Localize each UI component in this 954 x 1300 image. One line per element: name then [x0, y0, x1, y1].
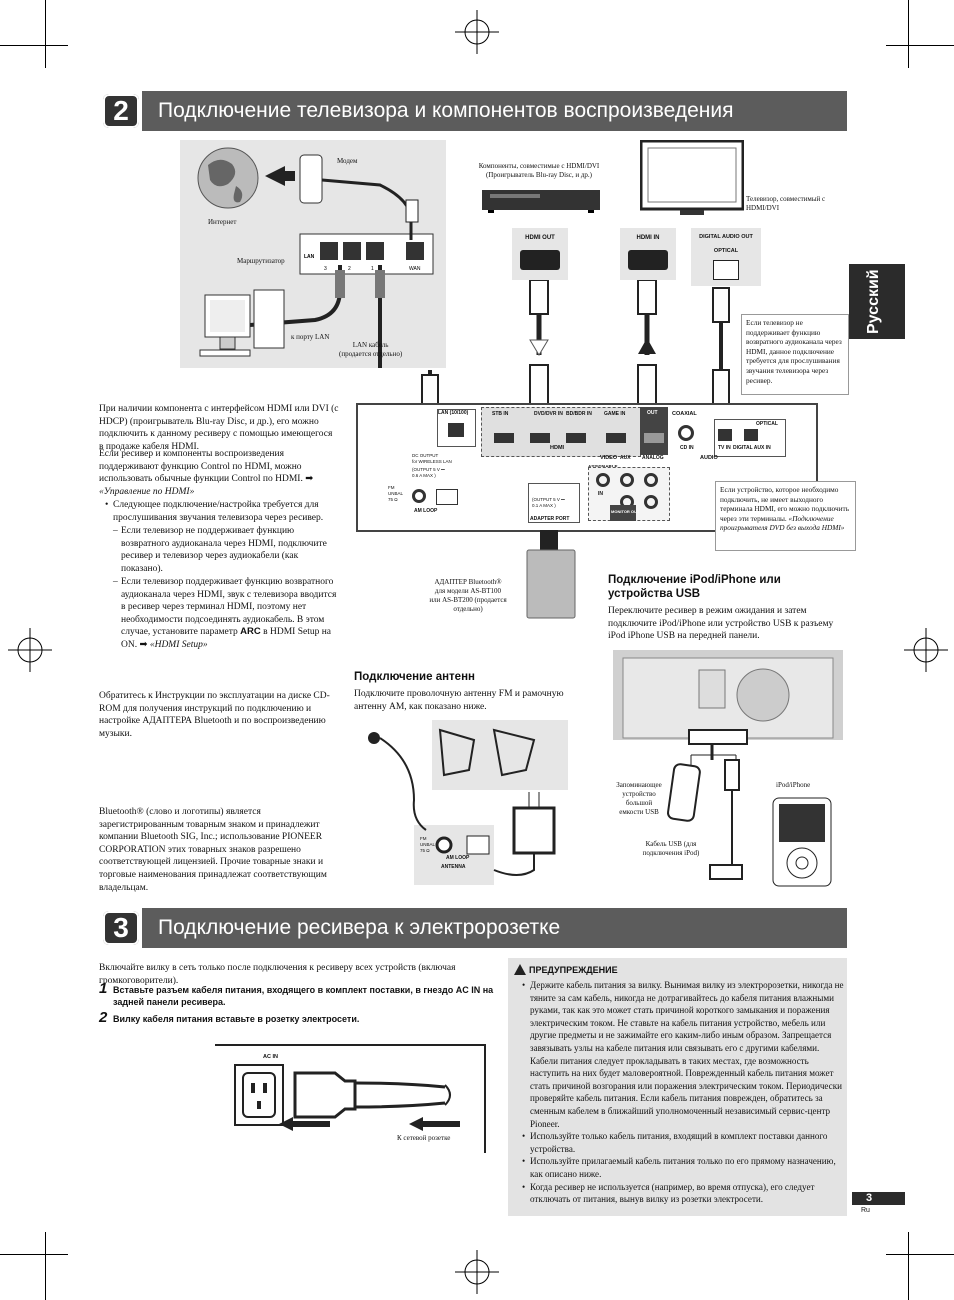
- fm-label: FM UNBAL 75 Ω: [420, 836, 436, 853]
- warning-item: Держите кабель питания за вилку. Вынимая…: [522, 979, 848, 1130]
- lan-cable-label: LAN кабель (продается отдельно): [339, 341, 403, 358]
- step-2: 2 Вилку кабеля питания вставьте в розетк…: [99, 1009, 360, 1026]
- bluetooth-instructions: Обратитесь к Инструкции по эксплуатации …: [99, 691, 330, 739]
- router-label: Маршрутизатор: [237, 257, 285, 265]
- tv-audio-dash-2: –Если телевизор поддерживает функцию воз…: [113, 577, 337, 650]
- hdmi-out-box: HDMI OUT: [512, 228, 568, 280]
- adapter-label: АДАПТЕР Bluetooth® для модели AS-BT100 и…: [429, 578, 507, 613]
- registration-mark: [8, 628, 52, 672]
- svg-text:WAN: WAN: [409, 266, 421, 272]
- power-cable-diagram: [215, 1044, 486, 1153]
- ac-in-label: AC IN: [263, 1054, 278, 1060]
- trademark-notice: Bluetooth® (слово и логотипы) является з…: [99, 807, 327, 893]
- tv-note: Если телевизор не поддерживает функцию в…: [741, 314, 849, 395]
- ipod-diagram: [613, 650, 843, 887]
- bd-player-label: Компоненты, совместимые с HDMI/DVI (Прои…: [478, 162, 600, 179]
- section-number-badge: 3: [100, 908, 142, 948]
- warning-title: ПРЕДУПРЕЖДЕНИЕ: [514, 964, 618, 975]
- tv-image: [640, 140, 744, 215]
- svg-text:3: 3: [324, 266, 327, 272]
- warning-box: ПРЕДУПРЕЖДЕНИЕ Держите кабель питания за…: [508, 958, 847, 1216]
- cables: [421, 280, 730, 411]
- crop-mark: [0, 1254, 68, 1255]
- antenna-text: Подключите проволочную антенну FM и рамо…: [354, 689, 564, 712]
- usb-cable-label: Кабель USB (для подключения iPod): [642, 840, 700, 857]
- internet-label: Интернет: [208, 218, 237, 226]
- crop-mark: [45, 1232, 46, 1300]
- modem-label: Модем: [337, 157, 358, 165]
- warning-icon: [514, 964, 526, 975]
- crop-mark: [908, 1232, 909, 1300]
- ipod-text: Переключите ресивер в режим ожидания и з…: [608, 606, 834, 642]
- receiver-rear-panel: LAN (10/100) STB IN DVD/DVR IN BD/BDR IN…: [356, 403, 818, 532]
- hdmi-control-text: Если ресивер и компоненты воспроизведени…: [99, 449, 314, 497]
- power-intro: Включайте вилку в сеть только после подк…: [99, 963, 456, 986]
- usb-storage-label: Запоминающее устройство большой емкости …: [616, 781, 662, 816]
- crop-mark: [908, 0, 909, 68]
- section-3-title: Подключение ресивера к электророзетке: [158, 916, 561, 939]
- warning-item: Используйте прилагаемый кабель питания т…: [522, 1155, 848, 1180]
- registration-mark: [455, 10, 499, 54]
- crop-mark: [886, 45, 954, 46]
- ipod-label: iPod/iPhone: [776, 781, 811, 789]
- svg-text:LAN: LAN: [304, 254, 315, 260]
- section-number-badge: 2: [100, 91, 142, 131]
- warning-item: Используйте только кабель питания, входя…: [522, 1130, 848, 1155]
- tv-audio-bullet: •Следующее подключение/настройка требует…: [105, 500, 324, 523]
- hdmi-in-box: HDMI IN: [620, 228, 676, 280]
- antenna-heading: Подключение антенн: [354, 671, 475, 683]
- step-1: 1 Вставьте разъем кабеля питания, входящ…: [99, 980, 494, 1007]
- tv-audio-dash-1: –Если телевизор не поддерживает функцию …: [113, 526, 327, 574]
- language-tab: Русский: [849, 264, 905, 339]
- section-3-header: 3 Подключение ресивера к электророзетке: [100, 908, 847, 948]
- crop-mark: [886, 1254, 954, 1255]
- page-number: 3: [852, 1192, 905, 1205]
- socket-label: К сетевой розетке: [397, 1134, 451, 1142]
- bd-player-image: [482, 190, 600, 213]
- svg-text:1: 1: [371, 266, 374, 272]
- antenna-label: ANTENNA: [441, 864, 466, 870]
- svg-text:2: 2: [348, 266, 351, 272]
- crop-mark: [0, 45, 68, 46]
- digital-audio-out-box: DIGITAL AUDIO OUT OPTICAL: [691, 228, 761, 286]
- warning-list: Держите кабель питания за вилку. Вынимая…: [520, 979, 848, 1206]
- ipod-heading: Подключение iPod/iPhone или устройства U…: [608, 574, 781, 600]
- hdmi-intro: При наличии компонента с интерфейсом HDM…: [99, 404, 339, 452]
- section-2-title: Подключение телевизора и компонентов вос…: [158, 99, 734, 122]
- section-2-header: 2 Подключение телевизора и компонентов в…: [100, 91, 847, 131]
- tv-label: Телевизор, совместимый с HDMI/DVI: [746, 195, 826, 212]
- registration-mark: [904, 628, 948, 672]
- registration-mark: [455, 1250, 499, 1294]
- crop-mark: [45, 0, 46, 68]
- lan-port-label: к порту LAN: [291, 333, 330, 341]
- network-diagram-art: 3 2 1 WAN LAN: [197, 147, 434, 368]
- warning-item: Когда ресивер не используется (например,…: [522, 1181, 848, 1206]
- am-loop-label: AM LOOP: [446, 855, 470, 861]
- page-language: Ru: [861, 1207, 870, 1214]
- device-note: Если устройство, которое необходимо подк…: [715, 481, 856, 551]
- antenna-diagram: [368, 720, 568, 885]
- bluetooth-adapter-image: [526, 530, 576, 619]
